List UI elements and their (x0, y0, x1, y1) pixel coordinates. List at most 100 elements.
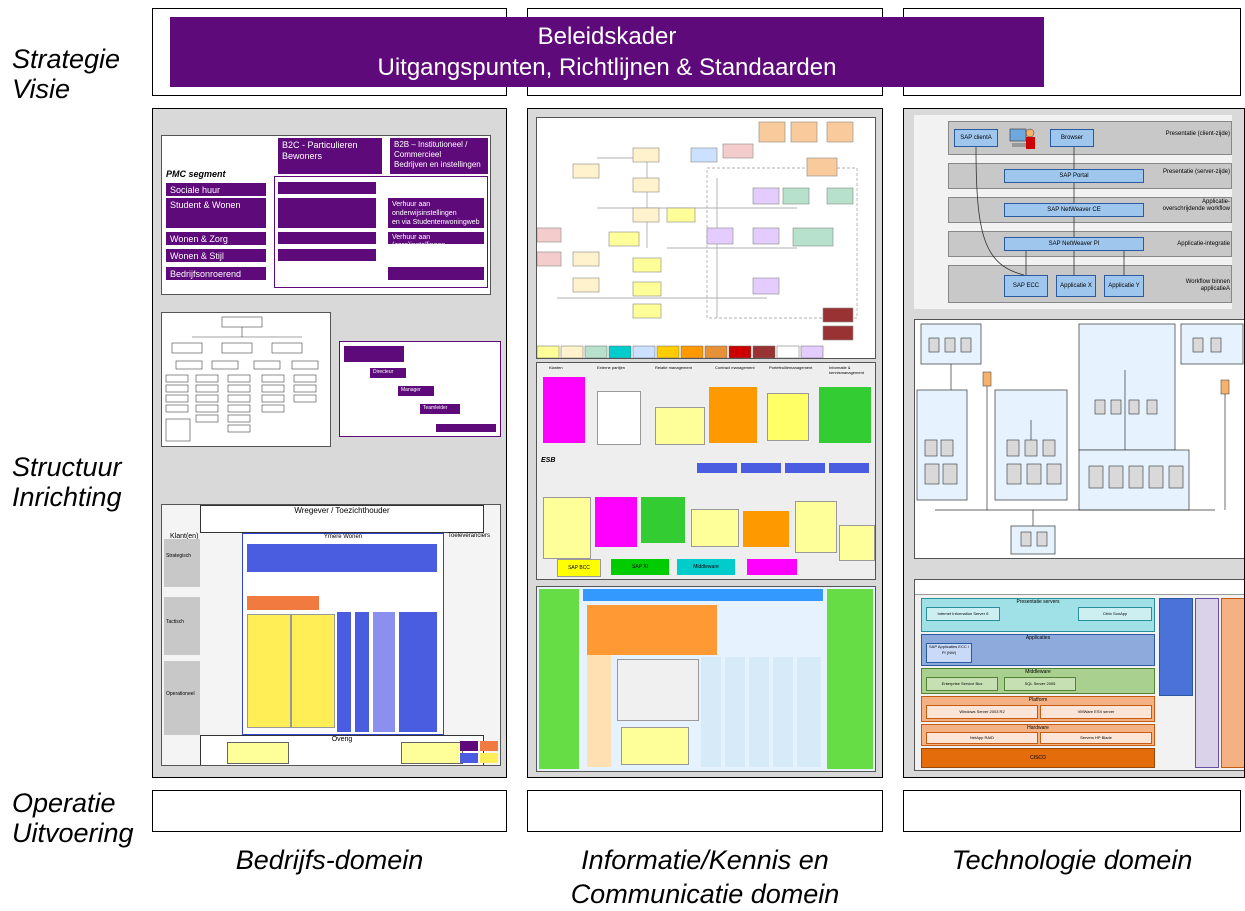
ymere-orange-band (247, 596, 319, 610)
app-col-informatie-kennismanagement: Informatie & kennismanagement (829, 365, 864, 375)
column-label-informatie-line1: Informatie/Kennis en (581, 845, 829, 875)
esb-bar-1 (697, 463, 737, 473)
network-diagram (914, 319, 1244, 559)
ymere-blue-col-1 (337, 612, 351, 732)
verhuur-onderwijs: Verhuur aan onderwijsinstellingen en via… (388, 198, 484, 228)
b2c-header-line2: Bewoners (282, 151, 323, 161)
app-block-yellow-5 (795, 501, 837, 553)
step-directeur: Directeur (370, 368, 406, 378)
segment-wonen-zorg: Wonen & Zorg (166, 232, 266, 245)
ymere-label: Ymere Wonen (323, 534, 363, 540)
sap-light-orange-col (587, 655, 611, 767)
matrix-cell-3 (278, 232, 376, 244)
verhuur-onderwijs-line2: onderwijsinstellingen (392, 210, 457, 217)
infra-blue-column (1159, 598, 1193, 696)
esb-box: Enterprise Service Bus (926, 677, 998, 691)
app-block-yellow-2 (767, 393, 809, 441)
informatie-domein-panel: Klanten Externe partijen Relatie managem… (527, 108, 883, 778)
column-label-bedrijf: Bedrijfs-domein (235, 845, 424, 875)
sap-right-green (827, 589, 873, 769)
infra-presentatie-label: Presentatie servers (1016, 599, 1060, 605)
side-workflow-applicatie: Workflow binnen applicatieA (1185, 279, 1230, 292)
sap-grey-block (617, 659, 699, 721)
segment-wonen-stijl: Wonen & Stijl (166, 249, 266, 262)
ymere-strategie-band (247, 544, 437, 572)
iis-box: Internet Information Server 6 (926, 607, 1000, 621)
legend-yellow (480, 753, 498, 763)
app-block-white-1 (597, 391, 641, 445)
layer-integratie (948, 231, 1232, 257)
step-manager: Manager (398, 386, 434, 396)
verhuur-zorginstellingen: Verhuur aan (zorg)instellingen (388, 232, 484, 249)
row-label-strategie-line1: Strategie (12, 44, 121, 74)
klanten-zone: Klant(en) (170, 533, 199, 540)
app-col-portefeuillemanagement: Portefeuillemanagement (769, 365, 813, 370)
sap-left-green (539, 589, 579, 769)
infra-platform-label: Platform (1028, 697, 1048, 703)
overig-box: Overig (200, 735, 484, 765)
sap-col-2 (725, 657, 745, 767)
pmc-segment-diagram: B2C - Particulieren Bewoners B2B – Insti… (161, 135, 491, 295)
layer-tactisch: Tactisch (164, 597, 200, 655)
app-block-yellow-1 (655, 407, 705, 445)
sap-bcc-block: SAP BCC (557, 559, 601, 577)
toeleveranciers-zone: Toeleveranciers (448, 533, 491, 539)
app-block-orange-2 (743, 511, 789, 547)
app-block-yellow-6 (839, 525, 875, 561)
org-chart (161, 312, 331, 447)
ymere-value-chain: Wregever / Toezichthouder Klant(en) Toel… (161, 504, 501, 766)
infra-hardware: Hardware NetApp RAID Servers HP Blade (921, 724, 1155, 746)
app-col-relatie-management: Relatie management (655, 365, 692, 370)
verhuur-onderwijs-line3: en via Studentenwoningweb (392, 219, 480, 226)
infra-purple-column (1195, 598, 1219, 768)
legend-blue (460, 753, 478, 763)
side-presentatie-server: Presentatie (server-zijde) (1162, 169, 1230, 175)
esb-bar-3 (785, 463, 825, 473)
ymere-blue-col-3 (373, 612, 395, 732)
app-block-green (819, 387, 871, 443)
sap-applicaties-box: SAP Applicaties ECC / PI (NW) (926, 643, 972, 663)
app-col-externe-partijen: Externe partijen (597, 365, 626, 370)
column-label-informatie: Informatie/Kennis en Communicatie domein (527, 843, 883, 911)
steps-header (344, 346, 404, 362)
applicatie-x-box: Applicatie X (1056, 275, 1096, 297)
sap-layer-stack: SAP clientA Browser SAP Portal SAP NetWe… (914, 115, 1232, 309)
applicatie-landschap: Klanten Externe partijen Relatie managem… (536, 362, 876, 580)
windows-box: Windows Server 2003 R2 (926, 705, 1038, 719)
operatie-frame-informatie (527, 790, 883, 832)
org-chart-drawing (165, 316, 319, 442)
sap-orange-row (587, 605, 717, 655)
middleware-block: Middleware (677, 559, 735, 575)
b2b-header-line3: Bedrijven en instellingen (394, 160, 481, 169)
regie-box: Wregever / Toezichthouder (200, 505, 484, 533)
row-label-strategie: Strategie Visie (12, 44, 120, 104)
citrix-box: Citrix SonApp (1078, 607, 1152, 621)
esb-bar-4 (829, 463, 869, 473)
esb-bar-2 (741, 463, 781, 473)
infra-middleware-label: Middleware (1025, 669, 1051, 675)
sap-top-blue (583, 589, 823, 601)
column-label-informatie-line2: Communicatie domein (570, 879, 840, 909)
sap-netweaver-ce-box: SAP NetWeaver CE (1004, 203, 1144, 217)
legend-orange (480, 741, 498, 751)
step-teamleider: Teamleider (420, 404, 460, 414)
layer-strategisch: Strategisch (164, 539, 200, 587)
browser-box: Browser (1050, 129, 1094, 147)
overig-label: Overig (331, 736, 353, 743)
infra-hardware-label: Hardware (1027, 725, 1049, 731)
ymere-yellow-col-1 (247, 614, 291, 728)
infra-applicaties-label: Applicaties (1025, 635, 1051, 641)
sap-connector-lines (975, 146, 1125, 276)
applicatie-y-box: Applicatie Y (1104, 275, 1144, 297)
app-block-yellow-4 (691, 509, 739, 547)
sap-col-3 (749, 657, 769, 767)
row-label-structuur-line1: Structuur (12, 452, 122, 482)
ymere-wonen-box: Ymere Wonen (242, 533, 444, 735)
app-block-magenta-2 (595, 497, 637, 547)
partners-box (227, 742, 289, 764)
legend-purple (460, 741, 478, 751)
hierarchy-steps: Directeur Manager Teamleider (339, 341, 501, 437)
row-label-operatie-line2: Uitvoering (12, 818, 134, 848)
app-block-green-2 (641, 497, 685, 543)
app-block-magenta (543, 377, 585, 443)
